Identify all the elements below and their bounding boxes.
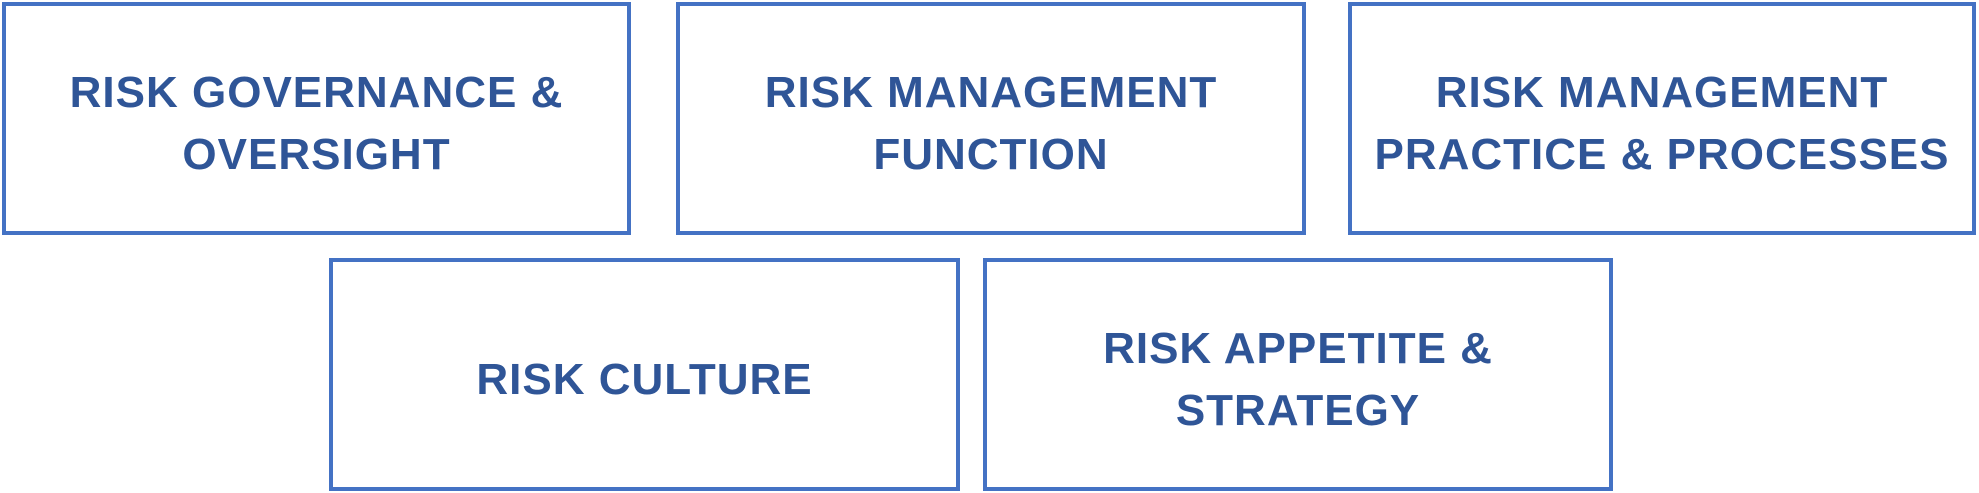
box-label: RISK GOVERNANCE & OVERSIGHT	[69, 67, 564, 179]
box-label: RISK APPETITE & STRATEGY	[1103, 323, 1493, 435]
risk-management-practice-processes-box: RISK MANAGEMENT PRACTICE & PROCESSES	[1348, 2, 1976, 235]
risk-management-function-box: RISK MANAGEMENT FUNCTION	[676, 2, 1306, 235]
box-label: RISK CULTURE	[476, 354, 813, 404]
box-label: RISK MANAGEMENT PRACTICE & PROCESSES	[1374, 67, 1950, 179]
box-label: RISK MANAGEMENT FUNCTION	[764, 67, 1218, 179]
risk-appetite-strategy-box: RISK APPETITE & STRATEGY	[983, 258, 1613, 491]
risk-culture-box: RISK CULTURE	[329, 258, 960, 491]
risk-governance-oversight-box: RISK GOVERNANCE & OVERSIGHT	[2, 2, 631, 235]
